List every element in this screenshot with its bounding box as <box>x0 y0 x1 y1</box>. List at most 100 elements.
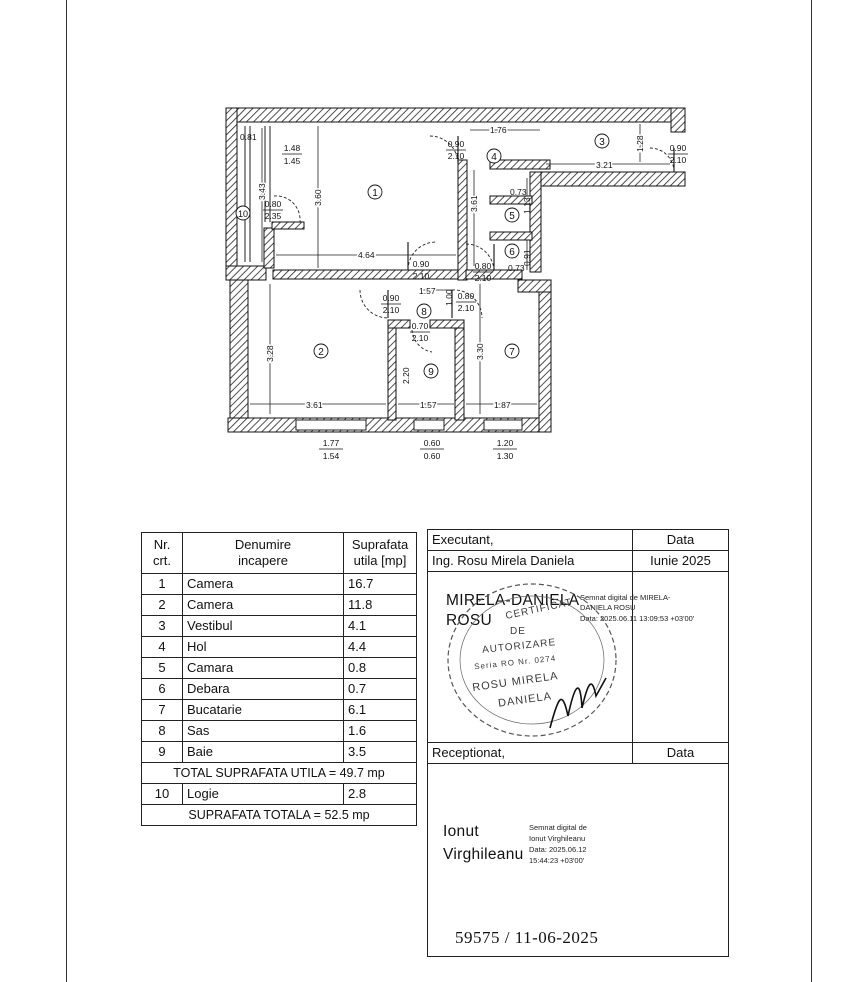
receiver-digital-signature-3: Data: 2025.06.12 <box>529 845 587 854</box>
receiver-box <box>427 764 729 957</box>
door-10-width: 0.80 <box>265 199 282 209</box>
dim-r7-height: 3.30 <box>475 343 485 360</box>
page-right-edge <box>811 0 812 982</box>
door-6-height: 2.10 <box>475 273 492 283</box>
floor-plan-door-swings <box>273 135 675 353</box>
window-bottom-1-height: 1.54 <box>323 451 340 461</box>
executant-label: Executant, <box>427 529 633 551</box>
opening-top-left-width: 1.48 <box>284 143 301 153</box>
door-9-height: 2.10 <box>412 333 429 343</box>
dim-r6-width: 0.73 <box>508 263 525 273</box>
room-number-10: 10 <box>238 209 248 219</box>
dim-r1-width: 4.64 <box>358 250 375 260</box>
floor-plan: 1 2 3 4 5 6 7 8 9 10 4.64 3.60 3.61 3.28… <box>225 107 688 461</box>
receiver-digital-signature-1: Semnat digital de <box>529 823 587 832</box>
room-number-7: 7 <box>509 347 515 358</box>
dim-r10-width: 0.81 <box>240 132 257 142</box>
window-bottom-2-height: 0.60 <box>424 451 441 461</box>
receiver-digital-signature-2: Ionut Virghileanu <box>529 834 586 843</box>
dim-r3-width: 3.21 <box>596 160 613 170</box>
room-number-2: 2 <box>318 347 324 358</box>
door-7-height: 2.10 <box>458 303 475 313</box>
window-bottom-2-width: 0.60 <box>424 438 441 448</box>
dim-r7-width: 1.87 <box>494 400 511 410</box>
receiver-name-2: Virghileanu <box>443 846 524 863</box>
dim-r5-width: 0.73 <box>510 187 527 197</box>
window-bottom-1-width: 1.77 <box>323 438 340 448</box>
room-number-3: 3 <box>599 137 605 148</box>
executant-digital-signature-3: Data: 2025.06.11 13:09:53 +03'00' <box>580 614 695 623</box>
opening-top-left-height: 1.45 <box>284 156 301 166</box>
door-2-width: 0.90 <box>383 293 400 303</box>
dim-r3-height: 1.28 <box>635 135 645 152</box>
door-4-width: 0.90 <box>448 139 465 149</box>
floor-plan-dimension-lines <box>250 124 670 414</box>
dim-r4-height: 3.61 <box>469 195 479 212</box>
receptionat-data-label: Data <box>632 742 729 764</box>
page-left-edge <box>66 0 67 982</box>
door-7-width: 0.80 <box>458 291 475 301</box>
door-3-height: 2.10 <box>670 155 687 165</box>
dim-r8-width: 1.57 <box>419 286 436 296</box>
dim-r6-height: 0.91 <box>522 249 532 266</box>
dim-r1-height: 3.60 <box>313 189 323 206</box>
handwritten-signature <box>549 677 607 729</box>
dim-r9-height: 2.20 <box>401 367 411 384</box>
room-number-9: 9 <box>428 367 434 378</box>
room-number-5: 5 <box>509 211 515 222</box>
total-area-row: SUPRAFATA TOTALA = 52.5 mp <box>141 804 417 826</box>
room-number-8: 8 <box>421 307 427 318</box>
header-nr: Nr.crt. <box>141 532 183 574</box>
receiver-name-1: Ionut <box>443 823 479 840</box>
door-10-height: 2.35 <box>265 211 282 221</box>
dim-r5-height: 1.13 <box>522 197 532 214</box>
door-1-width: 0.90 <box>413 259 430 269</box>
dim-r9-width: 1.57 <box>420 400 437 410</box>
total-useful-row: TOTAL SUPRAFATA UTILA = 49.7 mp <box>141 762 417 784</box>
receptionat-label: Receptionat, <box>427 742 633 764</box>
dim-r4-width: 1.76 <box>490 125 507 135</box>
executant-digital-signature-1: Semnat digital de MIRELA- <box>580 593 671 602</box>
executant-digital-signature-2: DANIELA ROSU <box>580 603 636 612</box>
room-number-4: 4 <box>491 152 497 163</box>
receiver-digital-signature-4: 15:44:23 +03'00' <box>529 856 585 865</box>
window-bottom-3-height: 1.30 <box>497 451 514 461</box>
registration-number: 59575 / 11-06-2025 <box>455 928 599 947</box>
dim-r2-height: 3.28 <box>265 345 275 362</box>
stamp-line-2: DE <box>510 626 526 637</box>
executant-signer-name-1: MIRELA-DANIELA <box>446 592 580 609</box>
floor-plan-room-numbers <box>235 133 610 379</box>
floor-plan-windows <box>244 126 523 431</box>
window-bottom-3-width: 1.20 <box>497 438 514 448</box>
dim-r8-height: 1.00 <box>444 289 454 306</box>
authorization-stamp <box>447 583 617 737</box>
room-number-6: 6 <box>509 247 515 258</box>
certification-table: Executant, Data Ing. Rosu Mirela Daniela… <box>427 529 729 764</box>
executant-name: Ing. Rosu Mirela Daniela <box>427 550 633 572</box>
dim-r2-width: 3.61 <box>306 400 323 410</box>
door-3-width: 0.90 <box>670 143 687 153</box>
door-9-width: 0.70 <box>412 321 429 331</box>
door-1-height: 2.10 <box>413 271 430 281</box>
dim-r10-height: 3.43 <box>257 183 267 200</box>
executant-data-label: Data <box>632 529 729 551</box>
door-2-height: 2.10 <box>383 305 400 315</box>
door-4-height: 2.10 <box>448 151 465 161</box>
door-6-width: 0.80 <box>475 261 492 271</box>
executant-signer-name-2: ROSU <box>446 612 492 629</box>
executant-date: Iunie 2025 <box>632 550 729 572</box>
